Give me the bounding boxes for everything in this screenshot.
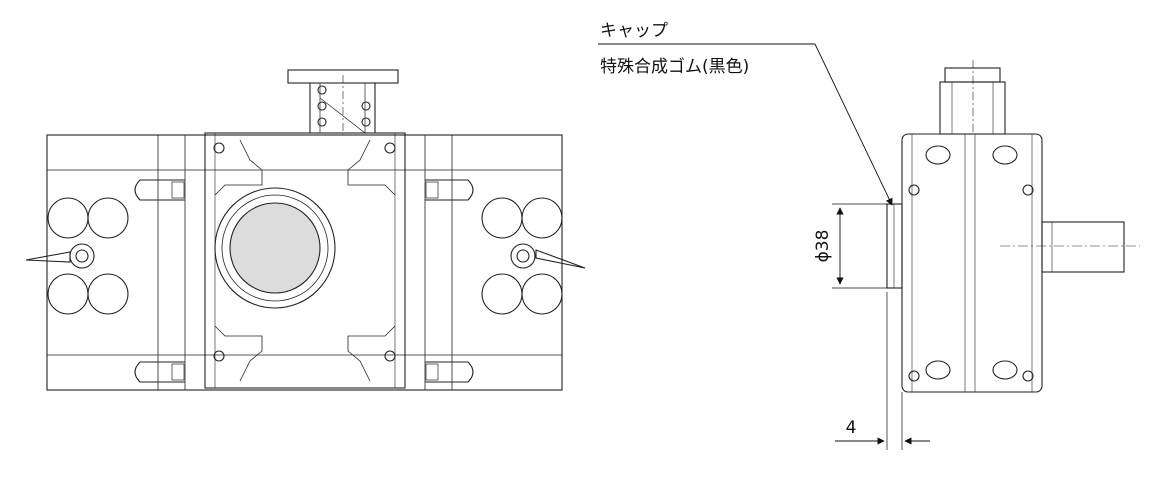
lens-outer-ring <box>214 187 336 309</box>
side-bracket-body <box>939 81 1006 135</box>
right-port-circle <box>481 197 523 239</box>
front-body-outline <box>46 134 563 391</box>
chamfer-top-right <box>347 139 396 196</box>
left-connector-outer <box>69 243 95 269</box>
central-housing <box>204 132 406 389</box>
left-port-circle <box>87 197 129 239</box>
side-oval <box>925 145 951 165</box>
side-shaft <box>1041 221 1125 273</box>
chamfer-top-left <box>214 139 263 196</box>
rubber-cap <box>886 203 903 289</box>
bracket-hole <box>317 101 327 111</box>
clip-latch <box>425 363 439 381</box>
left-port-circle <box>47 273 89 315</box>
chamfer-bottom-left <box>214 325 263 382</box>
left-port-circle <box>87 273 129 315</box>
side-bolt <box>908 184 920 196</box>
screw-hole <box>384 350 396 362</box>
clip-top-right <box>425 179 474 201</box>
thickness-label: 4 <box>846 418 857 438</box>
annotations <box>598 43 930 450</box>
diameter-label: ϕ38 <box>813 230 833 263</box>
right-connector-inner <box>516 249 530 263</box>
side-bolt <box>1022 184 1034 196</box>
clip-latch <box>171 363 185 381</box>
clip-top-left <box>134 179 185 201</box>
bracket-hole <box>361 101 371 111</box>
side-oval <box>992 360 1018 380</box>
side-oval <box>925 360 951 380</box>
clip-bottom-left <box>134 361 185 383</box>
lens-inner-ring <box>221 194 329 302</box>
left-pointer <box>25 251 71 263</box>
material-label: 特殊合成ゴム(黒色) <box>600 56 749 77</box>
bracket-body <box>309 83 376 134</box>
screw-hole <box>384 142 396 154</box>
bracket-hole <box>317 117 327 127</box>
screw-hole <box>213 350 225 362</box>
right-connector-outer <box>510 243 536 269</box>
side-oval <box>992 145 1018 165</box>
right-pointer <box>535 249 586 269</box>
front-view <box>25 69 586 391</box>
side-bolt <box>1022 370 1034 382</box>
left-port-circle <box>47 197 89 239</box>
side-bolt <box>908 370 920 382</box>
side-body <box>901 133 1043 393</box>
bracket-diagonal <box>319 97 366 134</box>
right-port-circle <box>481 273 523 315</box>
bracket-hole <box>361 117 371 127</box>
cap-label: キャップ <box>600 21 668 41</box>
bracket-hole <box>317 85 327 95</box>
leader-line <box>814 43 893 206</box>
left-connector-inner <box>75 249 89 263</box>
clip-latch <box>171 181 185 199</box>
clip-bottom-right <box>425 361 474 383</box>
chamfer-bottom-right <box>347 325 396 382</box>
right-port-circle <box>521 197 563 239</box>
lens-glass <box>229 202 321 294</box>
right-port-circle <box>521 273 563 315</box>
clip-latch <box>425 181 439 199</box>
side-view <box>886 60 1140 393</box>
side-bracket-top <box>944 67 1001 83</box>
screw-hole <box>213 142 225 154</box>
